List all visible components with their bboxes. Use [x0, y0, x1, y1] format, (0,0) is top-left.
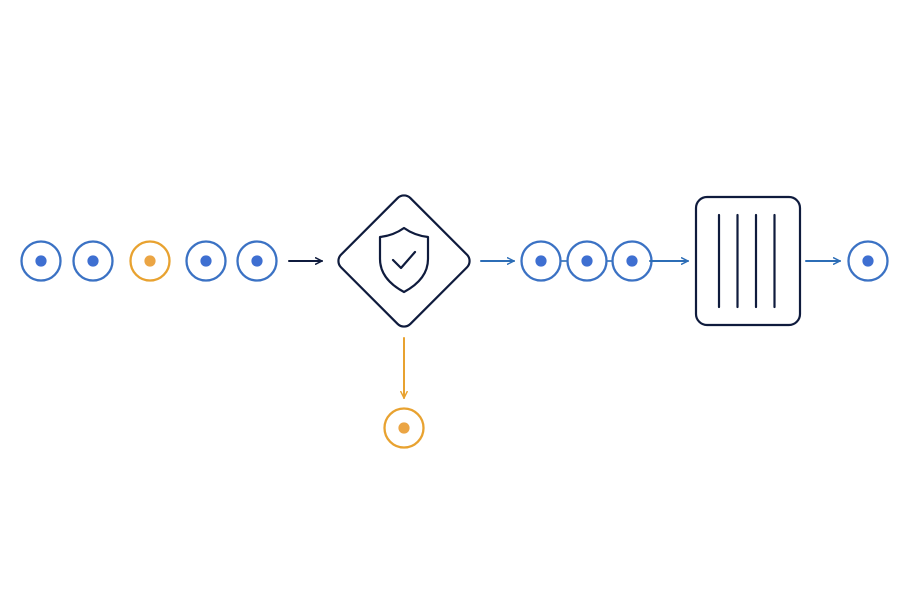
filter-node — [337, 194, 471, 328]
queue-item-rejected — [383, 407, 425, 449]
queue-item-accepted — [185, 240, 227, 282]
rejected-item — [383, 407, 425, 449]
queue-item-accepted — [236, 240, 278, 282]
input-queue — [20, 240, 278, 282]
queue-item-accepted — [20, 240, 62, 282]
queue-item-accepted — [72, 240, 114, 282]
queue-slots-icon — [717, 213, 776, 309]
queue-item-accepted — [847, 240, 889, 282]
queue-item-accepted — [566, 240, 608, 282]
accepted-queue — [520, 240, 653, 282]
shield-check-icon — [378, 226, 430, 294]
queue-item-rejected — [129, 240, 171, 282]
output-item — [847, 240, 889, 282]
buffer-node — [694, 195, 802, 327]
queue-item-accepted — [611, 240, 653, 282]
queue-item-accepted — [520, 240, 562, 282]
